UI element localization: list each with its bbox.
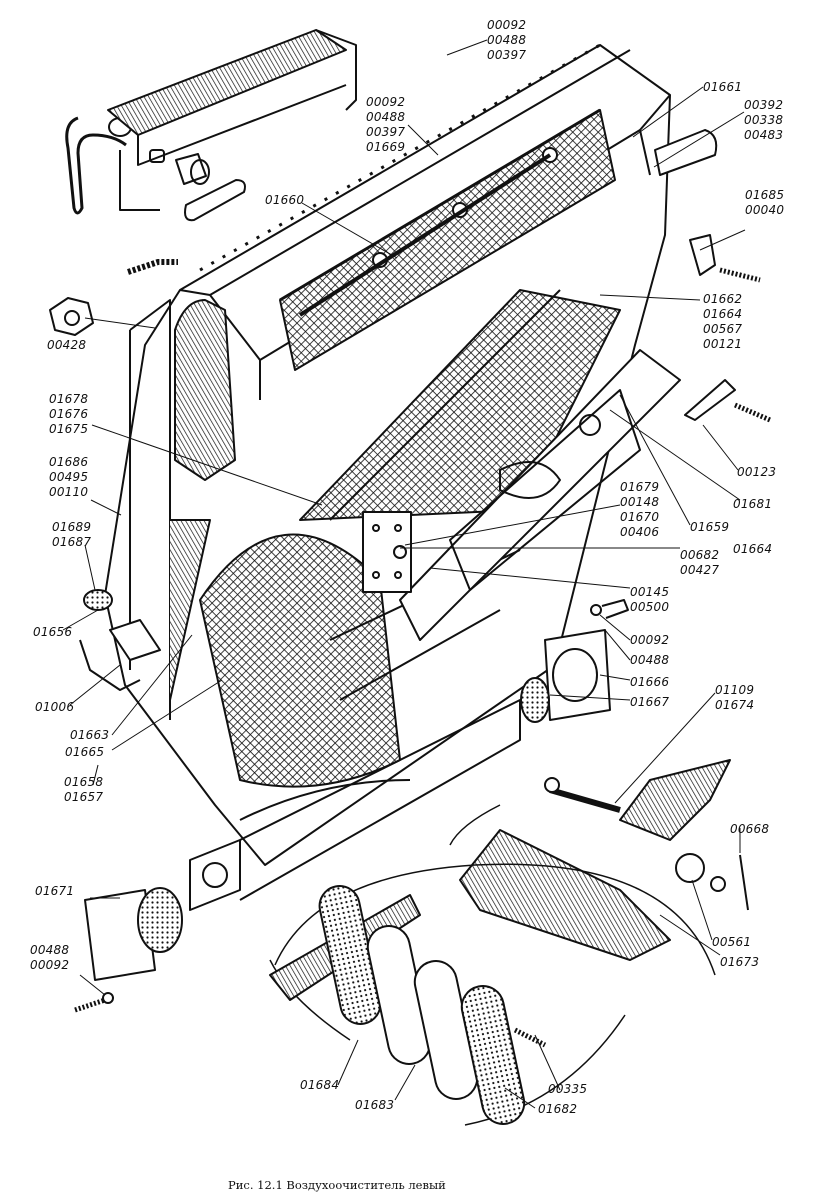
callout-01663: 01663 [70, 728, 110, 742]
callout-01666: 01666 [630, 675, 670, 689]
latch-block [362, 511, 412, 593]
left-fittings [49, 259, 178, 691]
flange-left [74, 887, 183, 1013]
callout-01665: 01665 [65, 745, 105, 759]
callout-00123: 00123 [737, 465, 777, 479]
callout-01683: 01683 [355, 1098, 395, 1112]
callout-01659: 01659 [690, 520, 730, 534]
callout-01661: 01661 [703, 80, 743, 94]
callout-01656: 01656 [33, 625, 73, 639]
callout-00488b: 00488 [630, 653, 670, 667]
callout-01671: 01671 [35, 884, 75, 898]
finned-panel-part [107, 29, 357, 166]
bushing-parts [149, 149, 246, 222]
callout-01673: 01673 [720, 955, 760, 969]
figure-caption: Рис. 12.1 Воздухоочиститель левый [228, 1178, 446, 1192]
access-door [399, 349, 681, 641]
housing [104, 43, 671, 911]
callout-01660: 01660 [265, 193, 305, 207]
right-fasteners [590, 129, 771, 619]
callout-01667: 01667 [630, 695, 670, 709]
callout-01682: 01682 [538, 1102, 578, 1116]
callout-00428: 00428 [47, 338, 87, 352]
callout-01664b: 01664 [733, 542, 773, 556]
inspection-window-parts [269, 885, 547, 1125]
leader-lines [62, 39, 746, 1109]
callout-00335: 00335 [548, 1082, 588, 1096]
callout-01684: 01684 [300, 1078, 340, 1092]
callout-00561: 00561 [712, 935, 752, 949]
valve-assembly [459, 759, 749, 961]
callout-00668: 00668 [730, 822, 770, 836]
callout-01681: 01681 [733, 497, 773, 511]
callout-01006: 01006 [35, 700, 75, 714]
callout-00092b: 00092 [630, 633, 670, 647]
